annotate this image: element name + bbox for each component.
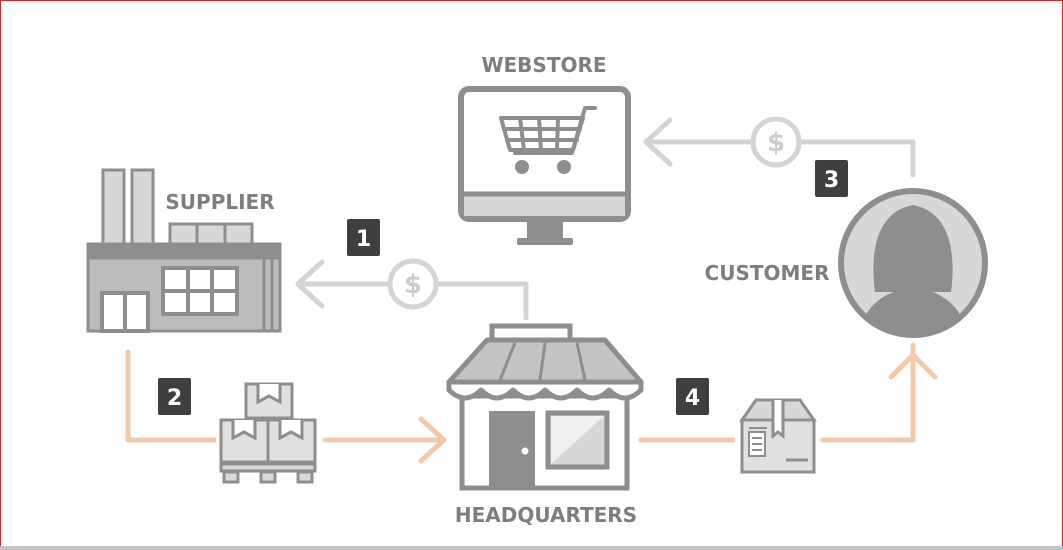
svg-text:3: 3 (824, 168, 839, 193)
parcel-box-icon (739, 398, 817, 474)
svg-text:$: $ (404, 270, 422, 300)
monitor-cart-icon (458, 86, 631, 245)
dollar-coin-icon: $ (750, 116, 802, 168)
svg-text:1: 1 (356, 227, 371, 252)
goods-flow-supplier-to-headquarters (125, 349, 447, 464)
supplier-label: SUPPLIER (165, 190, 274, 214)
payment-flow-headquarters-to-supplier (295, 259, 529, 321)
svg-text:$: $ (767, 128, 785, 158)
svg-text:4: 4 (685, 386, 700, 411)
person-avatar-icon (838, 188, 988, 338)
step-badge-1: 1 (347, 219, 380, 256)
storefront-icon (446, 323, 644, 491)
payment-flow-customer-to-webstore (643, 117, 916, 178)
step-badge-4: 4 (676, 378, 709, 415)
step-badge-2: 2 (158, 378, 191, 415)
webstore-label: WEBSTORE (481, 53, 606, 77)
step-badge-3: 3 (815, 160, 848, 197)
dollar-coin-icon: $ (387, 258, 439, 310)
pallet-boxes-icon (219, 382, 317, 484)
customer-label: CUSTOMER (705, 261, 830, 285)
figure-bottom-bar (0, 546, 1063, 550)
goods-flow-headquarters-to-customer (638, 342, 938, 443)
factory-icon (86, 168, 282, 333)
headquarters-label: HEADQUARTERS (455, 503, 637, 527)
svg-text:2: 2 (167, 386, 182, 411)
